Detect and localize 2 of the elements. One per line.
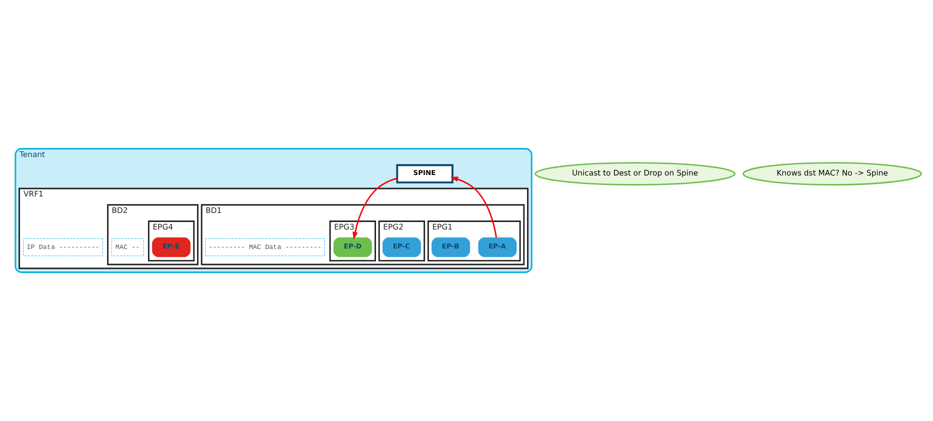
arrow [352,178,398,240]
arrow [450,176,498,238]
